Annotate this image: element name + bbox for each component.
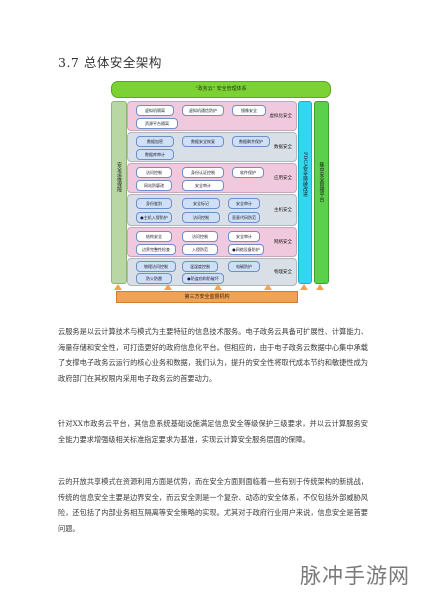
diagram-box: 访问控制 [182,231,218,242]
paragraph-1: 云服务是以云计算技术与模式为主要特征的信息技术服务。电子政务云具备可扩展性、计算… [58,327,368,383]
watermark: 脉冲手游网 [300,564,410,588]
layer-network: 结构安全 访问控制 安全审计 边界完整性检查 入侵防范 ●网络设备防护 网络安全 [127,227,297,257]
layer-tag: 主机安全 [274,208,292,213]
diagram-box: ●网络设备防护 [228,244,264,255]
diagram-box: 电磁防护 [228,261,260,272]
layer-application: 访问控制 身份认证控制 软件保护 网站防篡改 安全审计 应用安全 [127,163,297,193]
diagram-box: 访问控制 [182,212,220,223]
up-arrow-icon [214,284,222,290]
diagram-box: 资源平台隔离 [136,118,178,129]
left-column-ops: 安全运维保障 [111,101,127,284]
diagram-box: 数据库审计 [136,149,174,160]
diagram-box: 访问控制 [136,167,172,178]
layer-tag: 应用安全 [274,176,292,181]
right-column-platform: 集中安全管理平台 [314,101,329,284]
right-column-platform-label: 集中安全管理平台 [318,162,325,202]
layer-virtualization: 虚拟机隔离 虚拟机通信防护 镜像安全 资源平台隔离 虚拟化安全 [127,101,297,131]
diagram-box: 安全审计 [228,198,260,209]
layer-host: 身份鉴别 安全标记 安全审计 ●主机入侵防护 访问控制 恶意代码防范 主机安全 [127,194,297,226]
diagram-box: 虚拟机隔离 [136,105,174,116]
diagram-box: 物理访问控制 [136,261,176,272]
security-architecture-diagram: "政务云" 安全管理体系 安全运维保障 PDCA安全持续改进 集中安全管理平台 … [108,80,332,303]
up-arrow-icon [264,284,272,290]
layer-tag: 数据安全 [274,145,292,150]
diagram-box: 结构安全 [136,231,172,242]
layer-tag: 网络安全 [274,240,292,245]
layer-physical: 物理访问控制 温湿度控制 电磁防护 防火防雷 ●防盗窃和防破坏 物理安全 [127,258,297,286]
diagram-box: 恶意代码防范 [228,212,260,223]
up-arrow-icon [164,284,172,290]
top-management-bar: "政务云" 安全管理体系 [111,81,331,98]
diagram-box: ●防盗窃和防破坏 [182,273,224,284]
paragraph-2: 针对XX市政务云平台，其信息系统基础设施满足信息安全等级保护三级要求，并以云计算… [58,419,368,444]
diagram-box: 数据安全恢复 [182,136,224,147]
section-heading: 3.7 总体安全架构 [58,55,162,70]
diagram-box: 入侵防范 [182,244,218,255]
diagram-box: 安全标记 [182,198,220,209]
diagram-box: ●主机入侵防护 [136,212,172,223]
diagram-box: 安全审计 [182,180,224,191]
diagram-box: 镜像安全 [232,105,266,116]
layer-tag: 物理安全 [274,270,292,275]
up-arrow-icon [114,284,122,290]
paragraph-3: 云的开放共享模式在资源利用方面是优势，而在安全方面则面临着一些有别于传统架构的新… [58,477,368,533]
diagram-box: 边界完整性检查 [136,244,176,255]
up-arrow-icon [316,284,324,290]
right-column-pdca-label: PDCA安全持续改进 [302,152,308,197]
diagram-box: 软件保护 [232,167,264,178]
diagram-box: 网站防篡改 [136,180,172,191]
diagram-box: 数据剩余保护 [232,136,270,147]
bottom-supervision-bar: 第三方安全监督机构 [116,291,298,303]
diagram-box: 温湿度控制 [182,261,218,272]
diagram-box: 身份鉴别 [136,198,172,209]
left-column-label: 安全运维保障 [116,162,122,192]
diagram-box: 虚拟机通信防护 [182,105,224,116]
diagram-box: 数据加密 [136,136,174,147]
diagram-box: 防火防雷 [136,273,172,284]
diagram-box: 身份认证控制 [182,167,224,178]
right-column-pdca: PDCA安全持续改进 [298,101,312,284]
layer-data: 数据加密 数据安全恢复 数据剩余保护 数据库审计 数据安全 [127,132,297,162]
layer-tag: 虚拟化安全 [269,114,293,119]
up-arrow-icon [300,284,308,290]
diagram-box: 安全审计 [228,231,260,242]
